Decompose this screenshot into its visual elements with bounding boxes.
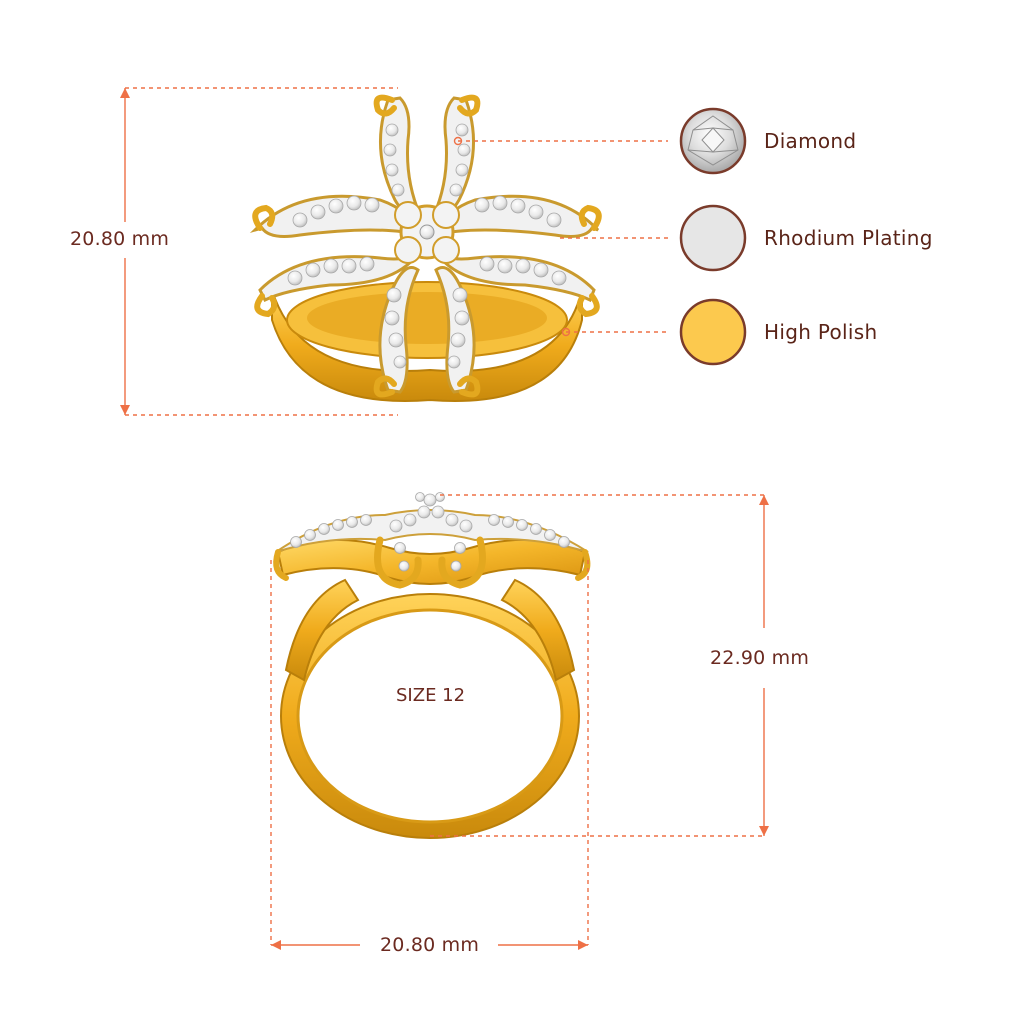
legend-swatches <box>679 107 747 366</box>
ring-size-label: SIZE 12 <box>396 685 466 706</box>
legend-polish-label: High Polish <box>764 320 878 344</box>
shank-shoulder-right <box>500 578 576 682</box>
ring-top-view <box>249 94 602 402</box>
pave-stones-front <box>290 492 570 572</box>
ring-front-view <box>273 492 591 839</box>
front-height-label: 22.90 mm <box>710 647 810 669</box>
shank-shoulder-left <box>284 578 360 682</box>
legend-diamond-label: Diamond <box>764 129 857 153</box>
shank-inner-front <box>296 608 564 824</box>
legend-rhodium-label: Rhodium Plating <box>764 226 933 250</box>
diamond-icon <box>679 107 747 175</box>
front-width-label: 20.80 mm <box>380 934 480 956</box>
rhodium-swatch <box>679 204 747 272</box>
gold-swatch <box>679 298 747 366</box>
shank-band-top <box>271 289 583 402</box>
center-flower <box>394 201 460 264</box>
pave-stones-top <box>287 123 567 369</box>
top-height-label: 20.80 mm <box>70 228 170 250</box>
dimension-lines <box>120 87 769 950</box>
head-gallery <box>276 538 587 585</box>
scroll-curls-top <box>252 94 602 398</box>
